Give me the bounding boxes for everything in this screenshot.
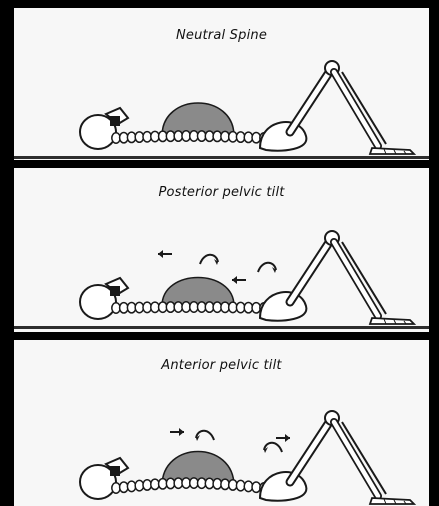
panel-posterior-pelvic-tilt: Posterior pelvic tilt [14,168,429,332]
pelvis [260,122,306,151]
foot [370,318,414,324]
fibula [342,72,386,144]
pelvis [260,292,306,321]
panel-anterior-pelvic-tilt: Anterior pelvic tilt [14,340,429,506]
arrow-head [232,276,237,284]
pelvis [260,472,306,501]
eye-socket [110,466,120,476]
foot [370,148,414,154]
movement-arrows [158,250,276,284]
tibia [334,72,378,146]
femur [290,74,328,132]
arrow-head [179,428,184,436]
tibia [334,242,378,316]
skeleton-figure-anterior [14,340,429,506]
fibula [342,422,386,494]
movement-arrows [170,428,290,453]
rotation-arrow [258,263,276,272]
skeleton-figure-posterior [14,168,429,332]
arrow-head [285,434,290,442]
skeleton-group [80,411,414,504]
femur [290,244,328,302]
rotation-arrow [196,431,214,440]
foot [370,498,414,504]
tibia [334,422,378,496]
rotation-arrow [264,443,282,452]
eye-socket [110,116,120,126]
floor-line [14,156,429,159]
skeleton-group [80,61,414,154]
skeleton-figure-neutral [14,8,429,160]
fibula [342,242,386,314]
floor-line [14,326,429,329]
skeleton-group [80,231,414,324]
panel-neutral-spine: Neutral Spine [14,8,429,160]
rotation-arrow [200,255,218,264]
arrow-head [158,250,163,258]
femur [290,424,328,482]
eye-socket [110,286,120,296]
